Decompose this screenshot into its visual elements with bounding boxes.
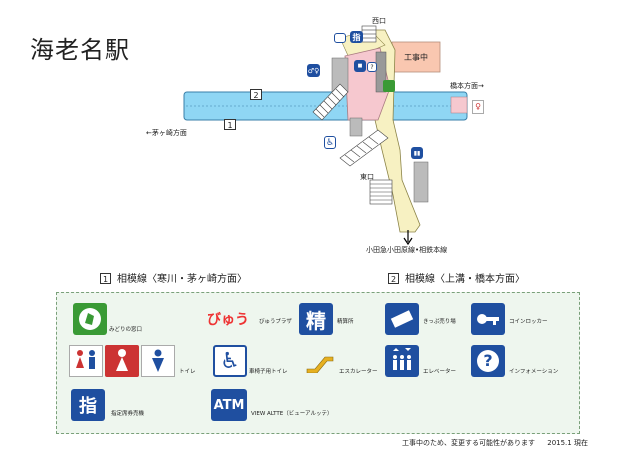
toilet-women-icon bbox=[105, 345, 139, 377]
coin-locker-icon bbox=[471, 303, 505, 335]
platform-1-heading: 1 相模線〈寒川・茅ヶ崎方面〉 bbox=[100, 270, 247, 285]
midori-icon bbox=[73, 303, 107, 335]
toilet-accessible-icon bbox=[69, 345, 103, 377]
toilet-label: トイレ bbox=[179, 369, 196, 375]
escalator-icon bbox=[305, 351, 335, 374]
platform-1-number: 1 bbox=[100, 273, 111, 284]
information-label: インフォメーション bbox=[509, 369, 559, 375]
ticket-machine-label: きっぷ売り場 bbox=[423, 319, 456, 325]
elevator-label: エレベーター bbox=[423, 369, 457, 375]
map-elevator-icon: ▮▮ bbox=[411, 147, 423, 159]
page-title: 海老名駅 bbox=[30, 36, 130, 64]
footer-note: 工事中のため、変更する可能性があります 2015.1 現在 bbox=[402, 438, 588, 448]
date-stamp: 2015.1 現在 bbox=[547, 439, 588, 447]
platform-1-label: 相模線〈寒川・茅ヶ崎方面〉 bbox=[117, 274, 247, 285]
construction-label: 工事中 bbox=[404, 52, 428, 62]
platform-2-number: 2 bbox=[388, 273, 399, 284]
atm-label: VIEW ALTTE（ビューアルッテ） bbox=[251, 411, 333, 417]
fare-adjust-icon: 精 bbox=[299, 303, 333, 335]
coin-locker-label: コインロッカー bbox=[509, 319, 548, 325]
construction-notice: 工事中のため、変更する可能性があります bbox=[402, 439, 535, 447]
stairs-northwest bbox=[361, 25, 377, 43]
map-midori-icon bbox=[383, 80, 395, 92]
map-wheelchair-icon: ♿ bbox=[324, 136, 336, 149]
construction-area bbox=[391, 41, 441, 73]
map-ticket-machine-icon bbox=[334, 33, 346, 43]
map-reserved-seat-icon: 指 bbox=[350, 31, 363, 43]
stairs-west bbox=[312, 83, 349, 121]
to-chigasaki-label: ←茅ヶ崎方面 bbox=[146, 129, 187, 137]
map-atm-icon: ■ bbox=[354, 60, 366, 72]
map-east-toilet-icon: ♀ bbox=[472, 100, 484, 114]
fare-adjust-label: 精算所 bbox=[337, 319, 354, 325]
information-icon: ? bbox=[471, 345, 505, 377]
legend-panel: みどりの窓口 びゅう びゅうプラザ 精 精算所 きっぷ売り場 コインロッカー ト… bbox=[56, 292, 580, 434]
wheelchair-toilet-label: 車椅子用トイレ bbox=[249, 369, 288, 375]
station-map bbox=[183, 25, 468, 246]
map-toilet-icon: ♂♀ bbox=[307, 64, 320, 77]
reserved-seat-label: 指定席券売機 bbox=[111, 411, 145, 417]
reserved-seat-icon: 指 bbox=[71, 389, 105, 421]
map-info-icon: ? bbox=[367, 62, 377, 72]
west-exit-label: 西口 bbox=[372, 17, 386, 25]
atm-icon: ATM bbox=[211, 389, 247, 421]
toilet-icon bbox=[69, 345, 175, 377]
platform-2-heading: 2 相模線〈上溝・橋本方面〉 bbox=[388, 270, 525, 285]
map-platform-2-marker: 2 bbox=[250, 89, 262, 100]
east-exit-label: 東口 bbox=[360, 173, 374, 181]
to-hashimoto-label: 橋本方面→ bbox=[450, 82, 484, 90]
viewplaza-logo: びゅう bbox=[207, 312, 249, 328]
map-platform-1-marker: 1 bbox=[224, 119, 236, 130]
wheelchair-toilet-icon: ♿ bbox=[213, 345, 247, 377]
midori-label: みどりの窓口 bbox=[109, 327, 143, 333]
platform-2-label: 相模線〈上溝・橋本方面〉 bbox=[405, 274, 525, 285]
toilet-men-icon bbox=[141, 345, 175, 377]
escalator-label: エスカレーター bbox=[339, 369, 378, 375]
elevator-icon bbox=[385, 345, 419, 377]
viewplaza-label: びゅうプラザ bbox=[259, 319, 292, 325]
ticket-machine-icon bbox=[385, 303, 419, 335]
stairs-east bbox=[369, 179, 393, 205]
odakyu-line-label: 小田急小田原線•相鉄本線 bbox=[366, 246, 448, 254]
stairs-south bbox=[339, 129, 389, 167]
